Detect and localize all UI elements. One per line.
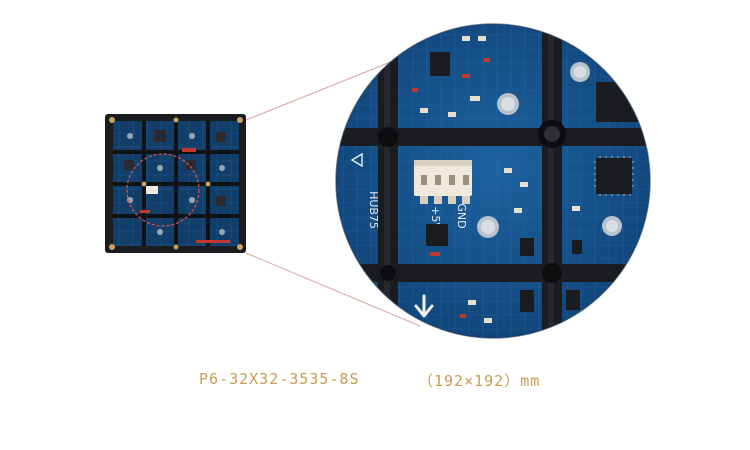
size-caption: （192×192）mm <box>418 372 541 390</box>
callout-lines <box>245 58 421 327</box>
down-arrow-icon <box>414 294 434 318</box>
led-module-thumbnail <box>105 114 246 253</box>
connector-thumbnail <box>146 186 158 194</box>
driver-chip <box>572 156 634 254</box>
lens-outline <box>335 23 651 339</box>
magnified-view: +5V GND HUB75 <box>336 24 650 338</box>
mounting-posts <box>378 120 566 283</box>
model-caption: P6-32X32-3535-8S <box>199 370 360 388</box>
hub75-label: HUB75 <box>367 191 380 229</box>
left-arrow-icon <box>350 152 363 168</box>
gnd-label: GND <box>455 203 468 228</box>
hub75-connector <box>414 160 472 204</box>
